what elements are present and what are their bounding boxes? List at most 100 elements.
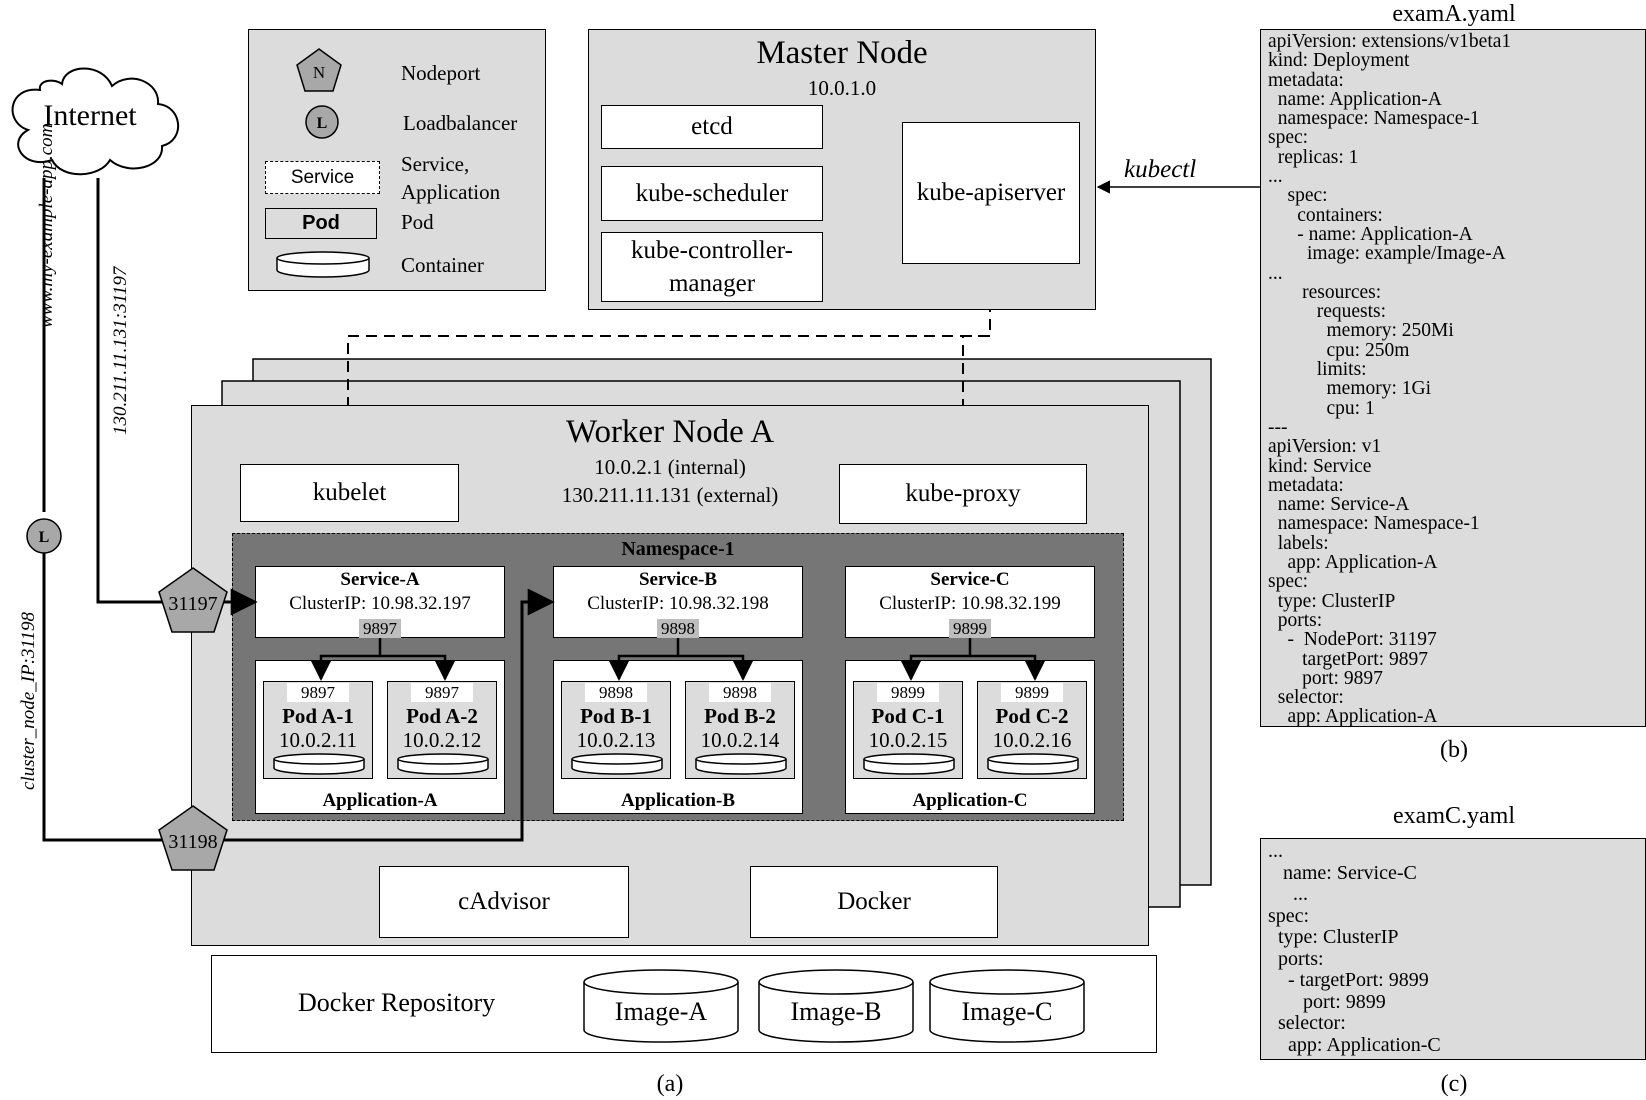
kube-controller-manager-box: kube-controller- manager — [601, 232, 823, 302]
nodeport-31198-icon: 31198 — [158, 805, 228, 871]
legend-pod-label: Pod — [401, 210, 434, 234]
pod-box: 9899 Pod C-2 10.0.2.16 — [977, 681, 1087, 779]
external-ip-link-label: 130.211.11.131:31197 — [110, 266, 131, 435]
worker-title: Worker Node A — [565, 413, 775, 450]
application-name: Application-C — [912, 790, 1028, 811]
application-name: Application-B — [620, 790, 736, 811]
service-box: Service-B ClusterIP: 10.98.32.198 9898 — [553, 566, 803, 638]
caption-b: (b) — [1440, 736, 1468, 763]
docker-box: Docker — [750, 866, 998, 938]
service-port: 9899 — [949, 618, 991, 638]
pod-ip: 10.0.2.11 — [279, 727, 357, 752]
pod-box: 9899 Pod C-1 10.0.2.15 — [853, 681, 963, 779]
pod-name: Pod C-2 — [995, 703, 1069, 728]
cadvisor-box: cAdvisor — [379, 866, 629, 938]
nodeport-31197-icon: 31197 — [158, 567, 228, 633]
container-icon — [987, 753, 1079, 775]
svg-text:L: L — [317, 115, 328, 132]
pod-name: Pod A-2 — [406, 703, 478, 728]
legend-service-label: Service, Application — [401, 152, 501, 204]
pod-box: 9898 Pod B-1 10.0.2.13 — [561, 681, 671, 779]
pod-name: Pod C-1 — [871, 703, 945, 728]
legend-service-box: Service — [265, 161, 380, 194]
legend-container-label: Container — [401, 253, 484, 277]
pod-port: 9898 — [709, 682, 771, 702]
legend-loadbalancer-label: Loadbalancer — [403, 111, 518, 135]
service-port: 9897 — [359, 618, 401, 638]
service-name: Service-B — [638, 569, 718, 590]
pod-port: 9898 — [585, 682, 647, 702]
namespace-label: Namespace-1 — [621, 537, 735, 560]
loadbalancer-node-icon: L — [26, 518, 62, 554]
image-cylinder-icon — [929, 969, 1085, 1043]
cloud-icon — [11, 67, 179, 176]
yaml-a-content: apiVersion: extensions/v1beta1 kind: Dep… — [1268, 31, 1512, 727]
docker-repository-label: Docker Repository — [298, 988, 496, 1017]
yaml-c-title: examC.yaml — [1393, 802, 1515, 829]
pod-ip: 10.0.2.14 — [700, 727, 780, 752]
pod-ip: 10.0.2.16 — [992, 727, 1072, 752]
worker-ip-external: 130.211.11.131 (external) — [561, 482, 779, 507]
service-name: Service-C — [930, 569, 1010, 590]
pod-name: Pod B-1 — [580, 703, 652, 728]
container-icon — [571, 753, 663, 775]
pod-ip: 10.0.2.13 — [576, 727, 656, 752]
svg-text:31198: 31198 — [168, 831, 217, 853]
pod-name: Pod A-1 — [282, 703, 354, 728]
master-ip: 10.0.1.0 — [807, 75, 877, 100]
kube-scheduler-box: kube-scheduler — [601, 166, 823, 221]
service-cluster-ip: ClusterIP: 10.98.32.199 — [879, 593, 1061, 614]
nodeport-icon: N — [296, 48, 342, 92]
yaml-c-content: ... name: Service-C ... spec: type: Clus… — [1268, 840, 1441, 1056]
service-box: Service-C ClusterIP: 10.98.32.199 9899 — [845, 566, 1095, 638]
yaml-c-panel: ... name: Service-C ... spec: type: Clus… — [1260, 838, 1646, 1060]
pod-ip: 10.0.2.12 — [402, 727, 482, 752]
image-cylinder-icon — [758, 969, 914, 1043]
cluster-node-link-label: cluster_node_IP:31198 — [18, 612, 39, 790]
service-port: 9898 — [657, 618, 699, 638]
kubectl-label: kubectl — [1124, 156, 1197, 183]
kube-apiserver-box: kube-apiserver — [902, 122, 1080, 264]
master-node: Master Node 10.0.1.0 etcd kube-scheduler… — [588, 29, 1096, 310]
service-cluster-ip: ClusterIP: 10.98.32.198 — [587, 593, 769, 614]
legend-pod-box: Pod — [265, 208, 377, 239]
pod-box: 9897 Pod A-2 10.0.2.12 — [387, 681, 497, 779]
image-label: Image-A — [614, 997, 708, 1026]
caption-a: (a) — [656, 1070, 684, 1097]
container-icon — [863, 753, 955, 775]
kubelet-box: kubelet — [240, 464, 459, 522]
internet-label: Internet — [43, 99, 137, 132]
image-label: Image-C — [961, 997, 1053, 1026]
pod-port: 9897 — [287, 682, 349, 702]
caption-c: (c) — [1440, 1070, 1468, 1097]
pod-name: Pod B-2 — [704, 703, 776, 728]
etcd-box: etcd — [601, 105, 823, 149]
pod-port: 9899 — [877, 682, 939, 702]
pod-box: 9897 Pod A-1 10.0.2.11 — [263, 681, 373, 779]
kube-proxy-box: kube-proxy — [839, 464, 1087, 524]
service-cluster-ip: ClusterIP: 10.98.32.197 — [289, 593, 471, 614]
legend-panel: N Nodeport L Loadbalancer Service Servic… — [248, 29, 546, 291]
legend-nodeport-label: Nodeport — [401, 61, 481, 85]
container-icon — [695, 753, 787, 775]
pod-port: 9897 — [411, 682, 473, 702]
loadbalancer-icon: L — [305, 105, 339, 139]
pod-port: 9899 — [1001, 682, 1063, 702]
image-label: Image-B — [790, 997, 882, 1026]
image-cylinder-icon — [583, 969, 739, 1043]
service-box: Service-A ClusterIP: 10.98.32.197 9897 — [255, 566, 505, 638]
container-icon — [273, 753, 365, 775]
master-title: Master Node — [756, 34, 928, 71]
domain-link-label: www.my-example-app.com — [36, 123, 57, 328]
container-icon — [397, 753, 489, 775]
pod-box: 9898 Pod B-2 10.0.2.14 — [685, 681, 795, 779]
svg-text:L: L — [39, 529, 50, 546]
yaml-a-panel: apiVersion: extensions/v1beta1 kind: Dep… — [1260, 29, 1646, 727]
container-icon — [276, 251, 370, 278]
yaml-a-title: examA.yaml — [1392, 0, 1516, 27]
worker-ip-internal: 10.0.2.1 (internal) — [594, 454, 746, 479]
service-name: Service-A — [340, 569, 420, 590]
svg-text:31197: 31197 — [168, 593, 217, 615]
pod-ip: 10.0.2.15 — [868, 727, 948, 752]
application-name: Application-A — [322, 790, 438, 811]
